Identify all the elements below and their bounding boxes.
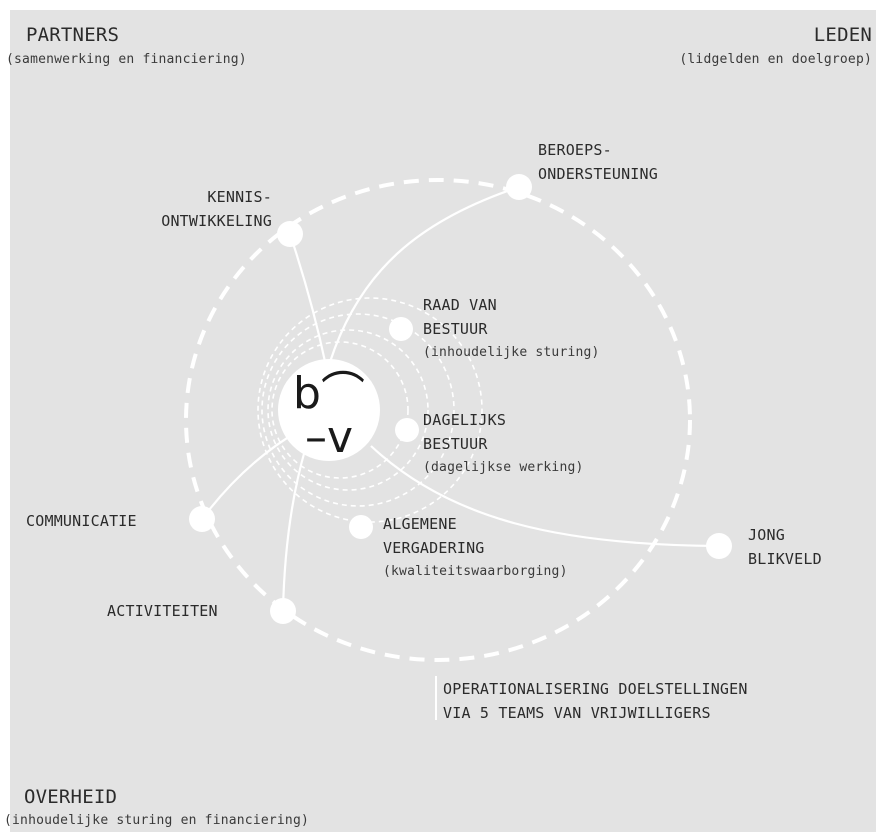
inner-orbit-3 — [267, 329, 429, 491]
node-dagelijks[interactable] — [395, 418, 419, 442]
inner-orbit-4 — [271, 341, 409, 479]
logo-disc — [278, 359, 380, 461]
label-algemene: ALGEMENE VERGADERING (kwaliteitswaarborg… — [383, 512, 568, 584]
outer-nodes — [189, 174, 732, 624]
label-algemene-line1: ALGEMENE — [383, 515, 457, 533]
label-algemene-line3: (kwaliteitswaarborging) — [383, 564, 568, 579]
connector-kennis — [288, 233, 328, 367]
label-jong-line1: JONG — [748, 526, 785, 544]
label-dagelijks: DAGELIJKS BESTUUR (dagelijkse werking) — [423, 408, 584, 480]
label-kennis-line2: ONTWIKKELING — [161, 212, 272, 230]
node-algemene[interactable] — [349, 515, 373, 539]
label-kennis-line1: KENNIS- — [207, 188, 272, 206]
node-raad[interactable] — [389, 317, 413, 341]
footnote: OPERATIONALISERING DOELSTELLINGEN VIA 5 … — [443, 677, 748, 725]
label-algemene-line2: VERGADERING — [383, 539, 485, 557]
node-activiteiten[interactable] — [270, 598, 296, 624]
label-raad-line1: RAAD VAN — [423, 296, 497, 314]
diagram-panel — [10, 10, 876, 832]
label-dagelijks-line2: BESTUUR — [423, 435, 488, 453]
inner-orbit-2 — [261, 313, 455, 507]
overheid-subtitle: (inhoudelijke sturing en financiering) — [4, 813, 310, 828]
label-beroeps-line1: BEROEPS- — [538, 141, 612, 159]
label-jong-line2: BLIKVELD — [748, 550, 822, 568]
label-dagelijks-line1: DAGELIJKS — [423, 411, 507, 429]
partners-subtitle: (samenwerking en financiering) — [6, 52, 247, 67]
label-beroeps: BEROEPS- ONDERSTEUNING — [538, 138, 658, 186]
label-raad-line2: BESTUUR — [423, 320, 488, 338]
outer-orbit — [184, 178, 692, 662]
label-raad: RAAD VAN BESTUUR (inhoudelijke sturing) — [423, 293, 600, 365]
label-beroeps-line2: ONDERSTEUNING — [538, 165, 658, 183]
partners-title: PARTNERS — [26, 24, 120, 46]
logo-line-1: b⌒ — [293, 368, 365, 419]
footnote-line1: OPERATIONALISERING DOELSTELLINGEN — [443, 680, 748, 698]
node-beroeps[interactable] — [506, 174, 532, 200]
node-kennis[interactable] — [277, 221, 303, 247]
leden-subtitle: (lidgelden en doelgroep) — [679, 52, 872, 67]
node-communicatie[interactable] — [189, 506, 215, 532]
label-dagelijks-line3: (dagelijkse werking) — [423, 460, 584, 475]
leden-title: LEDEN — [813, 24, 872, 46]
label-activiteiten: ACTIVITEITEN — [107, 602, 218, 620]
label-raad-line3: (inhoudelijke sturing) — [423, 345, 600, 360]
logo-line-2: –v — [305, 412, 353, 463]
label-kennis: KENNIS- ONTWIKKELING — [161, 185, 272, 233]
overheid-title: OVERHEID — [24, 786, 118, 808]
node-jong[interactable] — [706, 533, 732, 559]
footnote-line2: VIA 5 TEAMS VAN VRIJWILLIGERS — [443, 704, 711, 722]
label-communicatie: COMMUNICATIE — [26, 512, 137, 530]
inner-nodes — [349, 317, 419, 539]
label-jong: JONG BLIKVELD — [748, 523, 822, 571]
connector-activiteiten — [281, 449, 307, 612]
connector-jong — [370, 445, 720, 548]
connector-communicatie — [201, 429, 301, 520]
connector-beroeps — [328, 185, 520, 363]
